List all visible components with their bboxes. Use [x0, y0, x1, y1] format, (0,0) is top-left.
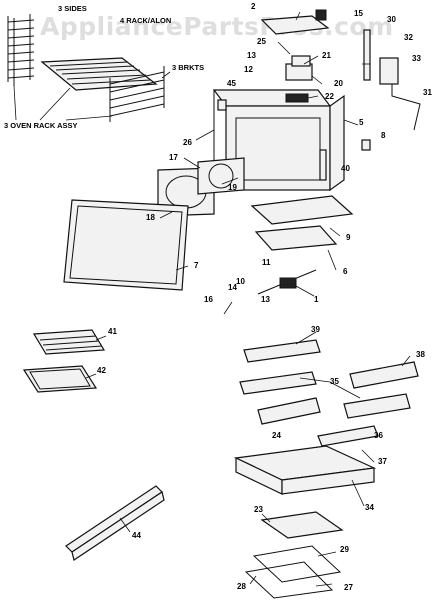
callout-21: 21: [322, 51, 331, 60]
callout-45: 45: [227, 79, 236, 88]
watermark: AppliancePartsPros.com: [40, 12, 394, 41]
callout-31: 31: [423, 88, 432, 97]
callout-5: 5: [359, 118, 364, 127]
callout-25: 25: [257, 37, 266, 46]
callout-27: 27: [344, 583, 353, 592]
callout-29: 29: [340, 545, 349, 554]
callout-30: 30: [387, 15, 396, 24]
side-rack-left: [7, 14, 35, 86]
callout-10: 10: [236, 277, 245, 286]
note-4-rack: 4 RACK/ALON: [120, 16, 172, 25]
callout-42: 42: [97, 366, 106, 375]
callout-34: 34: [365, 503, 374, 512]
callout-8: 8: [381, 131, 386, 140]
valve-assembly: [217, 29, 421, 181]
callout-41: 41: [108, 327, 117, 336]
callout-2: 2: [251, 2, 256, 11]
callout-44: 44: [132, 531, 141, 540]
callout-9: 9: [346, 233, 351, 242]
callout-14: 14: [228, 283, 237, 292]
side-rack-right: [109, 66, 165, 122]
callout-39: 39: [311, 325, 320, 334]
callout-17: 17: [169, 153, 178, 162]
callout-24: 24: [272, 431, 281, 440]
broiler-plates: [250, 195, 354, 295]
burner-assembly: [260, 9, 330, 81]
note-oven-rack-assy: 3 OVEN RACK ASSY: [4, 121, 78, 130]
callout-1: 1: [314, 295, 319, 304]
callout-26: 26: [183, 138, 192, 147]
callout-6: 6: [343, 267, 348, 276]
callout-32: 32: [404, 33, 413, 42]
callout-22: 22: [325, 92, 334, 101]
callout-7: 7: [194, 261, 199, 270]
callout-20: 20: [334, 79, 343, 88]
callout-38: 38: [416, 350, 425, 359]
drawer-rails: [239, 339, 419, 447]
callout-13: 13: [247, 51, 256, 60]
callout-37: 37: [378, 457, 387, 466]
oven-rack-top: [40, 57, 158, 91]
callout-35: 35: [330, 377, 339, 386]
callout-33: 33: [412, 54, 421, 63]
callout-15: 15: [354, 9, 363, 18]
door-panel: [63, 157, 245, 291]
kick-plate: [65, 485, 165, 561]
note-3-sides: 3 SIDES: [58, 4, 87, 13]
callout-28: 28: [237, 582, 246, 591]
callout-11: 11: [262, 258, 271, 267]
broil-pan: [22, 329, 106, 393]
callout-16: 16: [204, 295, 213, 304]
callout-18: 18: [146, 213, 155, 222]
leader-lines: [13, 11, 411, 587]
callout-23: 23: [254, 505, 263, 514]
callout-12: 12: [244, 65, 253, 74]
note-3-brkts: 3 BRKTS: [172, 63, 205, 72]
callout-40: 40: [341, 164, 350, 173]
callout-13b: 13: [261, 295, 270, 304]
callout-36: 36: [374, 431, 383, 440]
drawer-body: [233, 445, 377, 599]
callout-19: 19: [228, 183, 237, 192]
